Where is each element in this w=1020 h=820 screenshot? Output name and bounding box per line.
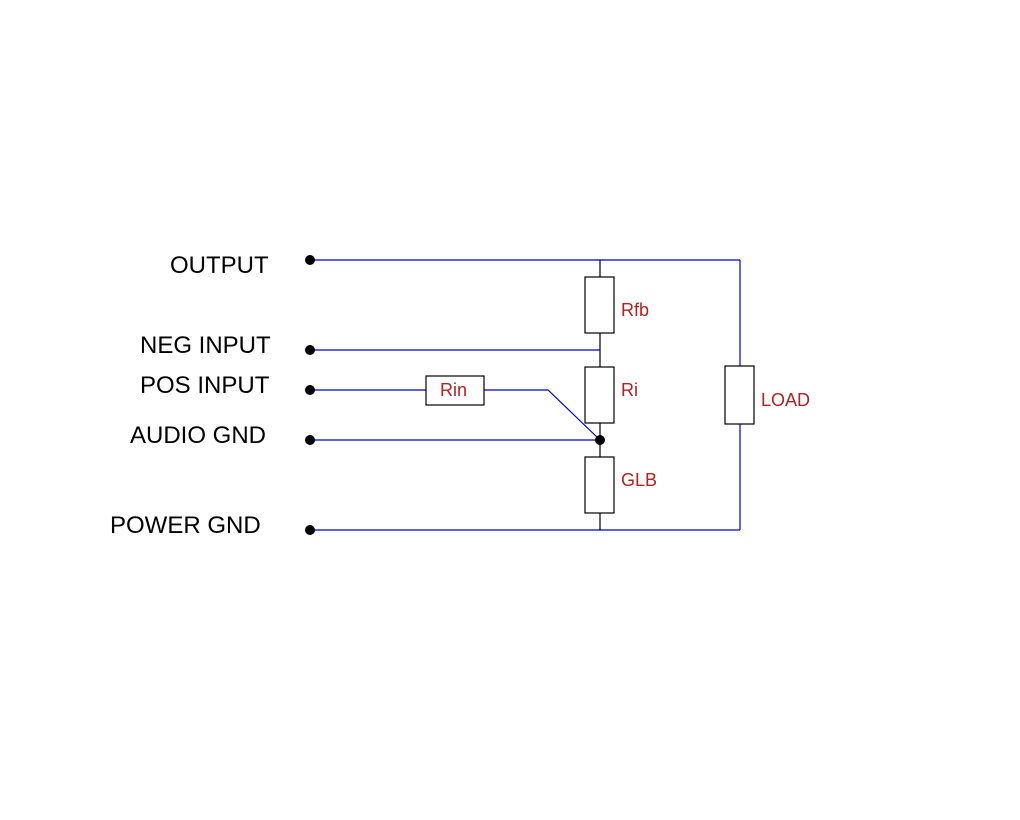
rin-label: Rin xyxy=(440,380,467,400)
pos-input-label: POS INPUT xyxy=(140,372,270,399)
rin-resistor xyxy=(425,375,485,406)
glb-label: GLB xyxy=(621,470,657,490)
rfb-resistor xyxy=(584,276,615,334)
power-gnd-terminal-dot xyxy=(305,525,315,535)
output-label: OUTPUT xyxy=(170,252,269,279)
neg-input-terminal-dot xyxy=(305,345,315,355)
junction-dot xyxy=(595,435,605,445)
audio-gnd-terminal-dot xyxy=(305,435,315,445)
load-label: LOAD xyxy=(761,390,810,410)
neg-input-label: NEG INPUT xyxy=(140,332,271,359)
ri-label: Ri xyxy=(621,380,638,400)
output-terminal-dot xyxy=(305,255,315,265)
pos-input-wire-right xyxy=(484,389,601,441)
audio-gnd-label: AUDIO GND xyxy=(130,422,266,449)
power-gnd-label: POWER GND xyxy=(110,512,261,539)
pos-input-terminal-dot xyxy=(305,385,315,395)
ri-resistor xyxy=(584,366,615,424)
glb-resistor xyxy=(584,456,615,514)
load-resistor xyxy=(724,365,755,425)
rfb-label: Rfb xyxy=(621,300,649,320)
